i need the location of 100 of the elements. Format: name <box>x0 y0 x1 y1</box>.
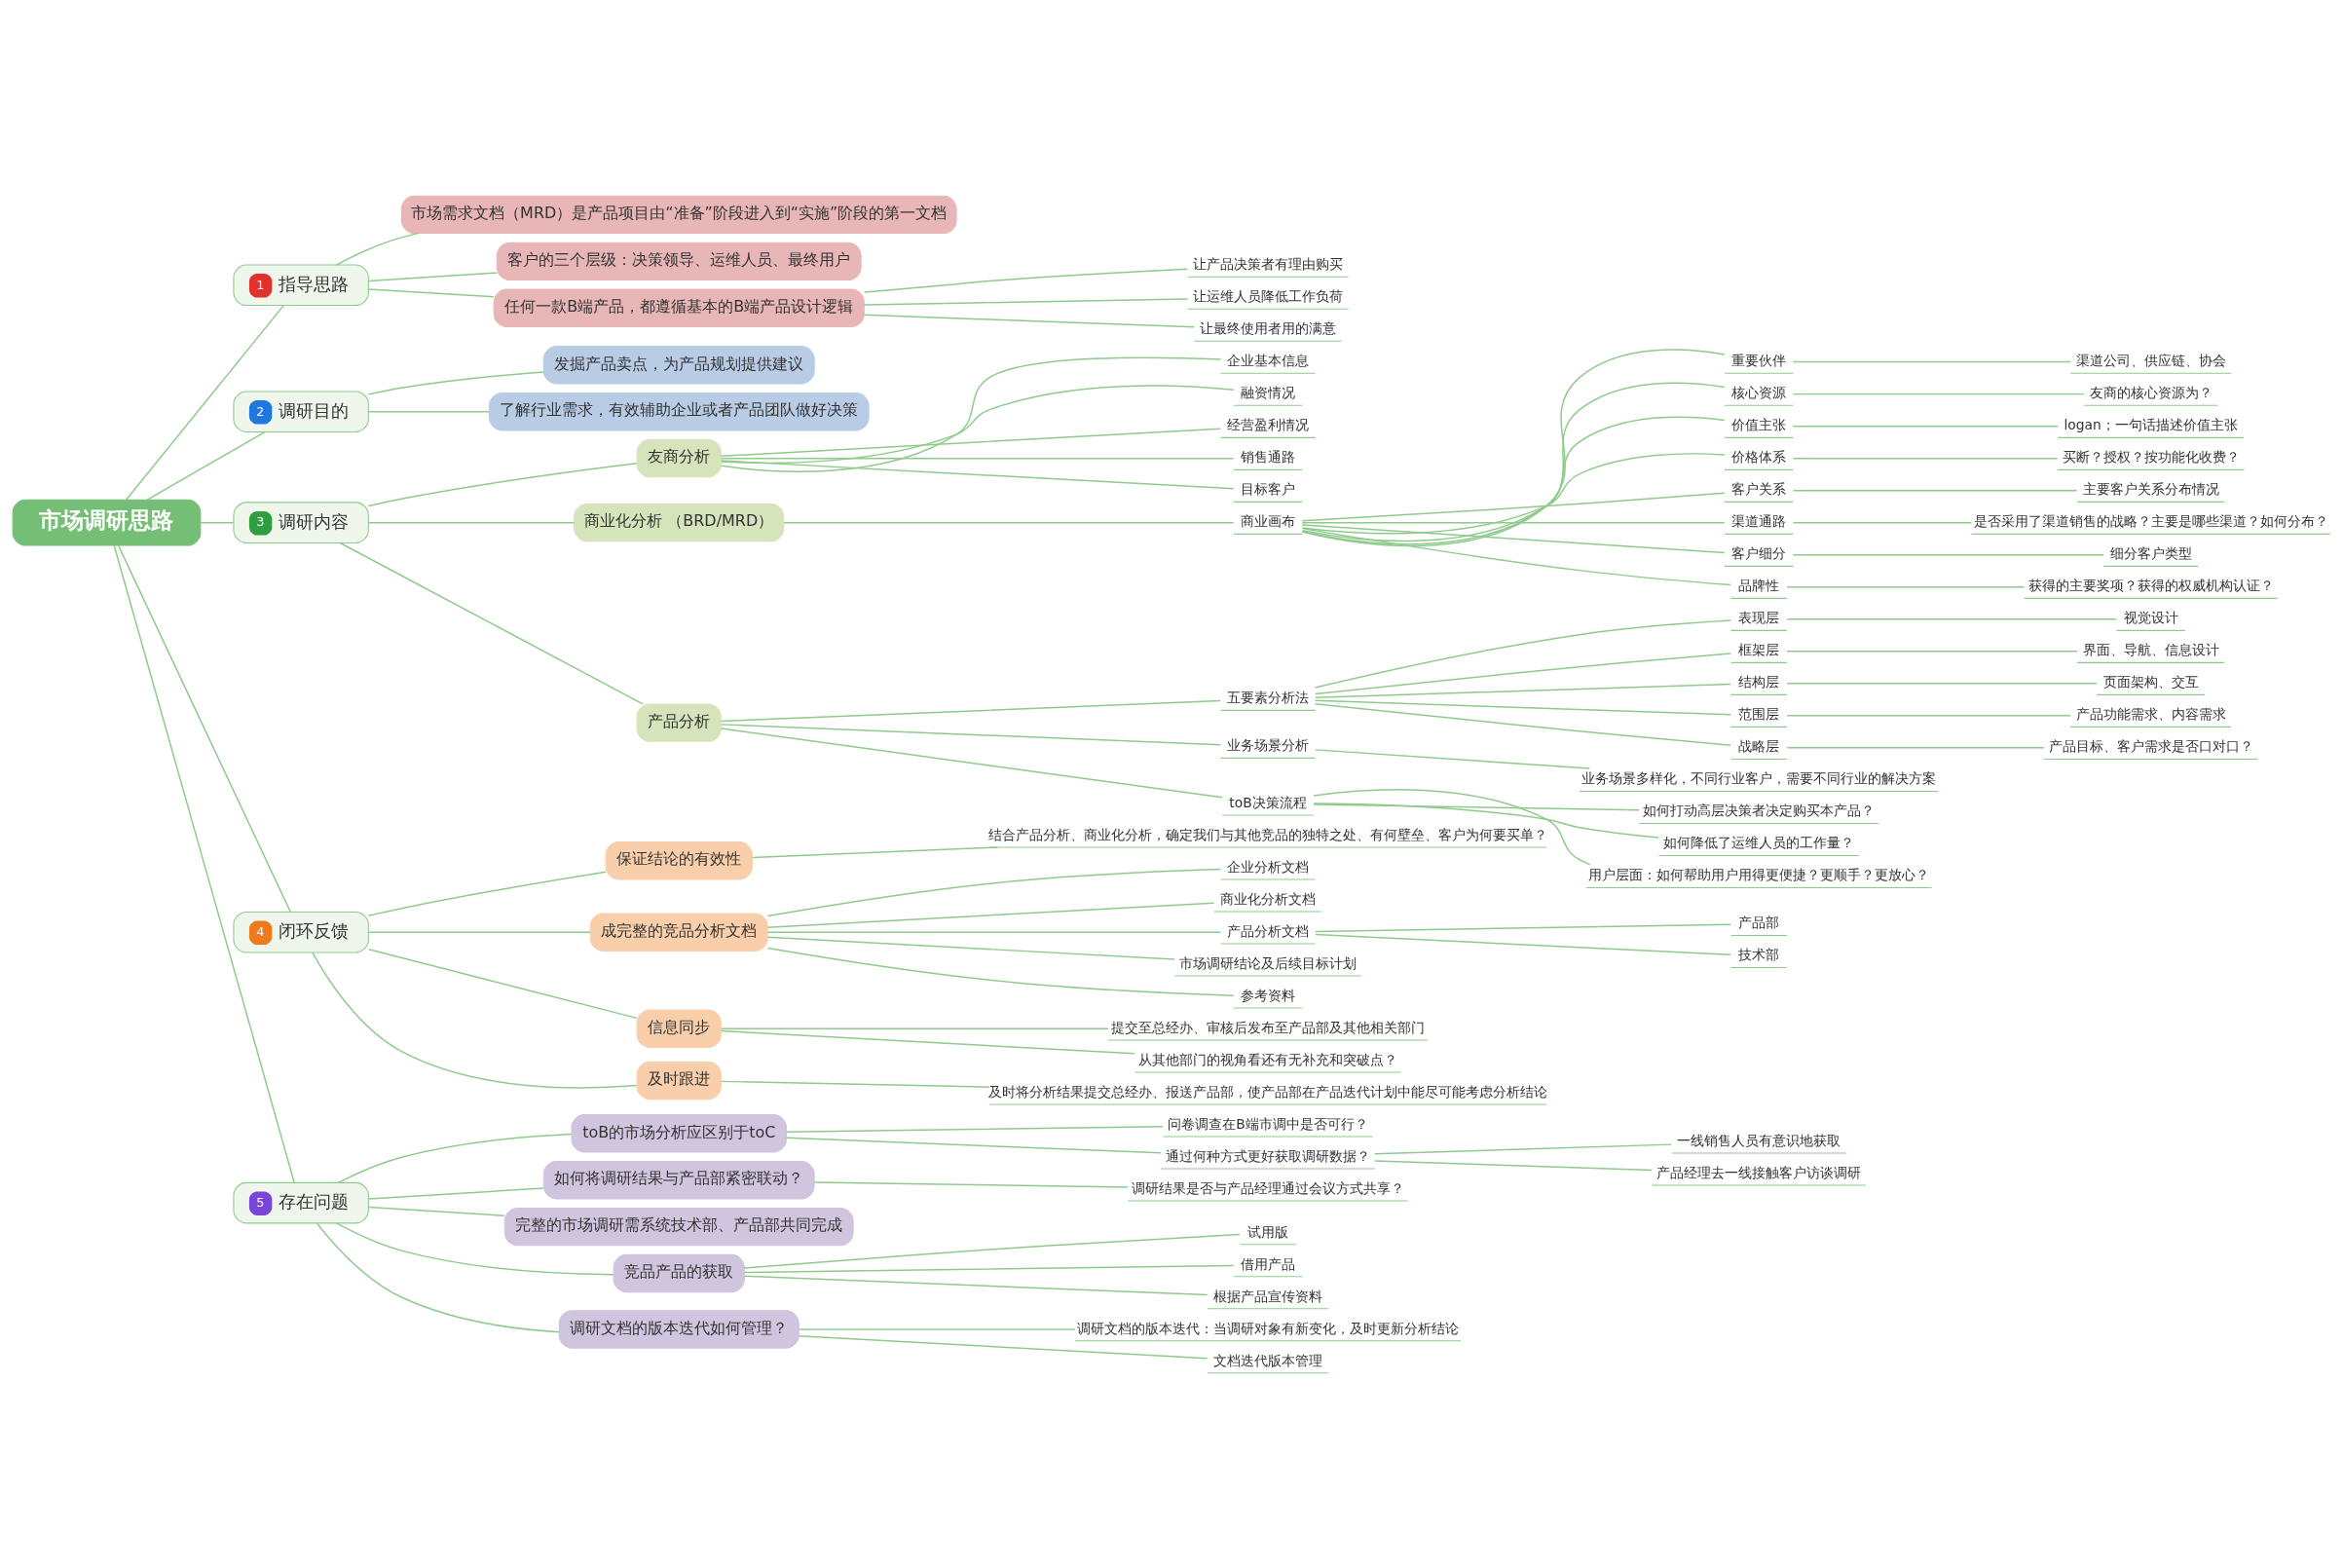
connector <box>1373 1159 1653 1171</box>
node-box: 完整的市场调研需系统技术部、产品部共同完成 <box>503 1207 854 1246</box>
node-text: 目标客户 <box>1241 480 1296 497</box>
connector <box>368 948 638 1019</box>
connector <box>335 232 419 266</box>
node-box: 了解行业需求，有效辅助企业或者产品团队做好决策 <box>488 392 870 430</box>
node-box: 3 调研内容 <box>233 501 369 543</box>
connector <box>1301 348 1726 546</box>
connector <box>720 699 1221 722</box>
connector <box>1315 699 1731 715</box>
node-text: toB决策流程 <box>1229 794 1307 810</box>
connector <box>1301 527 1731 585</box>
node-text: 市场调研结论及后续目标计划 <box>1179 954 1357 971</box>
node-text: 商业画布 <box>1241 512 1296 529</box>
node-text: 通过何种方式更好获取调研数据？ <box>1166 1147 1371 1164</box>
node-box: 竞品产品的获取 <box>613 1253 745 1292</box>
node-box: 及时跟进 <box>636 1061 722 1100</box>
node-text: 提交至总经办、审核后发布至产品部及其他相关部门 <box>1111 1019 1426 1035</box>
node-text: 渠道通路 <box>1731 512 1787 529</box>
connector <box>368 271 498 281</box>
node-text: 调研结果是否与产品经理通过会议方式共享？ <box>1132 1179 1405 1196</box>
connector <box>200 521 235 523</box>
node-text: 细分客户类型 <box>2109 544 2192 561</box>
connector <box>316 1222 560 1332</box>
node-text: 销售通路 <box>1241 448 1296 465</box>
node-text: 企业基本信息 <box>1227 352 1310 368</box>
node-text: 根据产品宣传资料 <box>1213 1288 1323 1304</box>
node-box: 5 存在问题 <box>233 1181 369 1223</box>
node-box: 成完整的竞品分析文档 <box>589 913 768 952</box>
node-box: 商业化分析 （BRD/MRD） <box>574 503 785 541</box>
connector <box>1792 553 2104 555</box>
connector <box>1786 682 2098 684</box>
connector <box>766 901 1215 928</box>
node-text: 业务场景分析 <box>1227 736 1310 753</box>
connector <box>1792 521 1973 523</box>
node-text: 产品目标、客户需求是否口对口？ <box>2048 737 2253 754</box>
connector <box>335 1221 614 1276</box>
connector <box>368 931 591 933</box>
node-text: 结构层 <box>1738 673 1780 690</box>
node-text: 参考资料 <box>1241 987 1296 1003</box>
connector <box>1792 489 2078 491</box>
node-text: 渠道公司、供应链、协会 <box>2075 352 2226 368</box>
node-text: 界面、导航、信息设计 <box>2082 641 2219 657</box>
connector <box>117 543 291 913</box>
node-text: 一线销售人员有意识地获取 <box>1677 1132 1841 1148</box>
node-text: 问卷调查在B端市调中是否可行？ <box>1168 1115 1368 1132</box>
connector <box>367 370 544 395</box>
node-text: 经营盈利情况 <box>1227 416 1310 432</box>
node-text: 结合产品分析、商业化分析，确定我们与其他竞品的独特之处、有何壁垒、客户为何要买单？ <box>988 826 1548 842</box>
node-box: 客户的三个层级：决策领导、运维人员、最终用户 <box>496 242 862 280</box>
connector <box>113 544 295 1183</box>
connector <box>720 459 1235 489</box>
node-text: 融资情况 <box>1241 384 1296 400</box>
connector <box>1313 803 1640 810</box>
node-box: 产品分析 <box>636 702 722 742</box>
connector <box>743 1233 1241 1269</box>
node-text: 客户关系 <box>1731 480 1787 497</box>
connector <box>1314 652 1731 694</box>
connector <box>1301 452 1726 534</box>
connector <box>126 304 284 501</box>
connector <box>720 428 1221 457</box>
connector <box>1373 1142 1673 1155</box>
node-text: 企业分析文档 <box>1227 858 1310 875</box>
node-text: 重要伙伴 <box>1731 352 1787 368</box>
connector <box>1315 933 1731 955</box>
connector <box>720 355 1222 472</box>
connector <box>367 870 607 916</box>
connector <box>1315 922 1731 932</box>
node-box: 任何一款B端产品，都遵循基本的B端产品设计逻辑 <box>493 288 865 327</box>
node-text: 让最终使用者用的满意 <box>1200 319 1337 336</box>
node-box: 2 调研目的 <box>233 390 369 432</box>
connector <box>339 541 644 705</box>
node-box: 发掘产品卖点，为产品规划提供建议 <box>542 345 815 384</box>
node-box: 市场需求文档（MRD）是产品项目由“准备”阶段进入到“实施”阶段的第一文档 <box>400 195 957 234</box>
connector <box>1786 617 2117 619</box>
node-box: 友商分析 <box>636 438 722 477</box>
connector <box>1792 457 2059 459</box>
connector <box>720 1080 990 1088</box>
node-text: 及时将分析结果提交总经办、报送产品部，使产品部在产品迭代计划中能尽可能考虑分析结论 <box>988 1083 1548 1100</box>
connector <box>1301 521 1726 523</box>
connector <box>1301 381 1726 544</box>
node-text: 视觉设计 <box>2123 609 2178 625</box>
node-text: 借用产品 <box>1241 1255 1296 1272</box>
connector <box>798 1334 1209 1359</box>
node-text: 主要客户关系分布情况 <box>2082 480 2219 497</box>
node-text: 文档迭代版本管理 <box>1213 1352 1323 1368</box>
connector <box>368 410 491 412</box>
connector <box>1315 683 1731 698</box>
node-text: 是否采用了渠道销售的战略？主要是哪些渠道？如何分布？ <box>1973 512 2328 529</box>
node-box: 调研文档的版本迭代如何管理？ <box>558 1309 800 1349</box>
node-text: 如何打动高层决策者决定购买本产品？ <box>1643 802 1876 818</box>
connector <box>337 1133 573 1183</box>
connector <box>368 1206 505 1216</box>
connector <box>368 287 495 297</box>
connector <box>766 935 1175 960</box>
connector <box>1786 746 2045 748</box>
node-text: 表现层 <box>1738 609 1780 625</box>
connector <box>1786 585 2026 587</box>
node-text: 核心资源 <box>1731 384 1787 400</box>
node-text: 客户细分 <box>1731 544 1787 561</box>
